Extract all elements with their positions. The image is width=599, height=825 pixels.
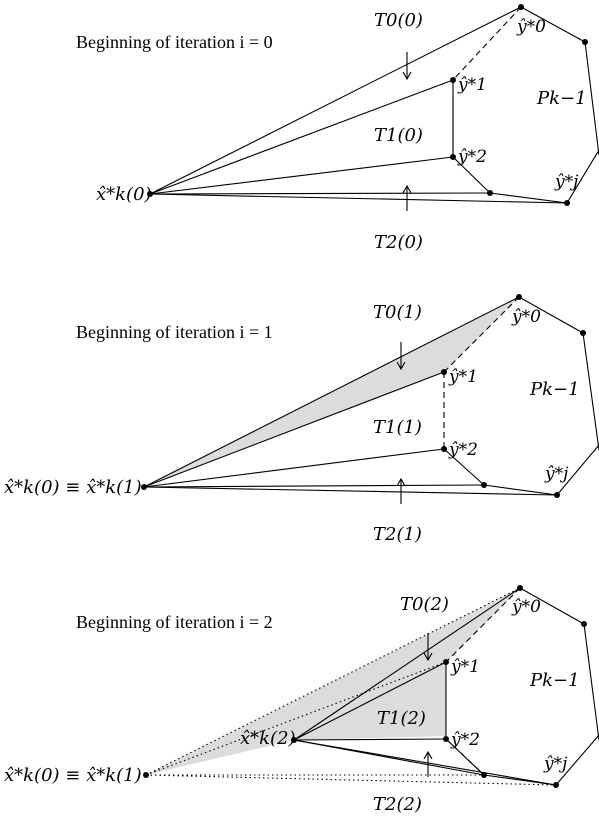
vertex-y0 (516, 294, 522, 300)
vertex-y0 (517, 585, 523, 591)
vertex-y1 (441, 369, 447, 375)
apex-label: x̂*k(0) ≡ x̂*k(1) (4, 765, 142, 786)
ray-to-yj (143, 486, 558, 496)
label-y2: ŷ*2 (457, 147, 487, 167)
arrow-t2-head (396, 477, 406, 487)
vertex-yj (554, 492, 560, 498)
t0-label: T0(1) (373, 302, 422, 323)
t1-label: T1(0) (374, 125, 423, 146)
arrow-t0-head (396, 361, 406, 371)
panel-iteration-2: Beginning of iteration i = 2 (4, 585, 599, 815)
dashed-edge-y0-y1 (443, 296, 520, 373)
polygon-outline (443, 444, 599, 496)
label-yj: ŷ*j (554, 172, 579, 192)
dashed-edge-y0-y1 (452, 6, 522, 81)
apex-label: x̂*k(0) ≡ x̂*k(1) (4, 477, 142, 498)
ray-to-y0 (143, 296, 520, 488)
label-y1: ŷ*1 (457, 75, 487, 95)
label-y0: ŷ*0 (511, 307, 541, 327)
t0-label: T0(0) (374, 10, 423, 31)
vertex-v (481, 772, 487, 778)
panel-title: Beginning of iteration i = 2 (76, 612, 273, 632)
ray-to-yj (293, 739, 557, 786)
vertex-yj (564, 200, 570, 206)
t0-label: T0(2) (400, 594, 449, 615)
label-y1: ŷ*1 (450, 657, 480, 677)
arrow-t2-head (402, 184, 412, 194)
vertex-p1 (582, 39, 588, 45)
panel-iteration-0: Beginning of iteration i = 0 x̂*k(0) T0(… (76, 4, 599, 253)
dashed-edge-y0-y1 (445, 587, 521, 663)
vertex-y0 (518, 4, 524, 10)
apex-label: x̂*k(0) (96, 184, 152, 205)
t1-label: T1(1) (373, 417, 422, 438)
vertex-y2 (450, 154, 456, 160)
vertex-yj (553, 782, 559, 788)
label-y0: ŷ*0 (516, 17, 546, 37)
arrow-t2-head (423, 750, 433, 760)
ray-to-yj (149, 193, 568, 204)
vertex-p1 (580, 330, 586, 336)
vertex-y2 (443, 736, 449, 742)
ray-to-y2 (143, 448, 445, 488)
t1-label: T1(2) (377, 708, 426, 729)
t2-label: T2(1) (373, 524, 422, 545)
t2-label: T2(2) (373, 794, 422, 815)
arrow-t0-head (402, 71, 412, 81)
label-y2: ŷ*2 (448, 440, 478, 460)
apex2-label: x̂*k(2) (240, 728, 296, 749)
vertex-apex (143, 772, 149, 778)
vertex-p1 (581, 621, 587, 627)
vertex-apex (141, 484, 147, 490)
panel-title: Beginning of iteration i = 1 (76, 322, 273, 342)
arrow-t0-head (423, 652, 433, 662)
vertex-v (487, 190, 493, 196)
panel-title: Beginning of iteration i = 0 (76, 32, 273, 52)
vertex-y1 (450, 77, 456, 83)
polygon-label: Pk−1 (529, 379, 580, 400)
ray-to-v (149, 192, 491, 195)
dotted-ray-to-yj (145, 774, 557, 786)
vertex-y2 (441, 446, 447, 452)
vertex-apex-2 (291, 737, 297, 743)
ray-to-v (143, 484, 485, 488)
vertex-y1 (443, 659, 449, 665)
polygon-label: Pk−1 (536, 88, 587, 109)
ray-to-y1 (143, 371, 445, 488)
vertex-apex (147, 191, 153, 197)
label-y2: ŷ*2 (450, 730, 480, 750)
panel-iteration-1: Beginning of iteration i = 1 x̂*k(0) ≡ x… (4, 294, 599, 545)
ray-to-y1 (149, 79, 454, 195)
ray-to-y2 (149, 156, 454, 195)
ray-to-y1 (293, 661, 447, 741)
label-y0: ŷ*0 (511, 597, 541, 617)
vertex-v (481, 482, 487, 488)
label-y1: ŷ*1 (448, 367, 478, 387)
label-yj: ŷ*j (543, 754, 568, 774)
polygon-label: Pk−1 (529, 670, 580, 691)
polygon-outline (445, 734, 599, 786)
ray-to-y0 (149, 6, 522, 195)
dashed-edge-y2-v (445, 738, 485, 776)
ray-to-y0 (293, 587, 521, 741)
ray-to-y2 (293, 738, 447, 741)
label-yj: ŷ*j (544, 464, 569, 484)
t2-label: T2(0) (374, 232, 423, 253)
